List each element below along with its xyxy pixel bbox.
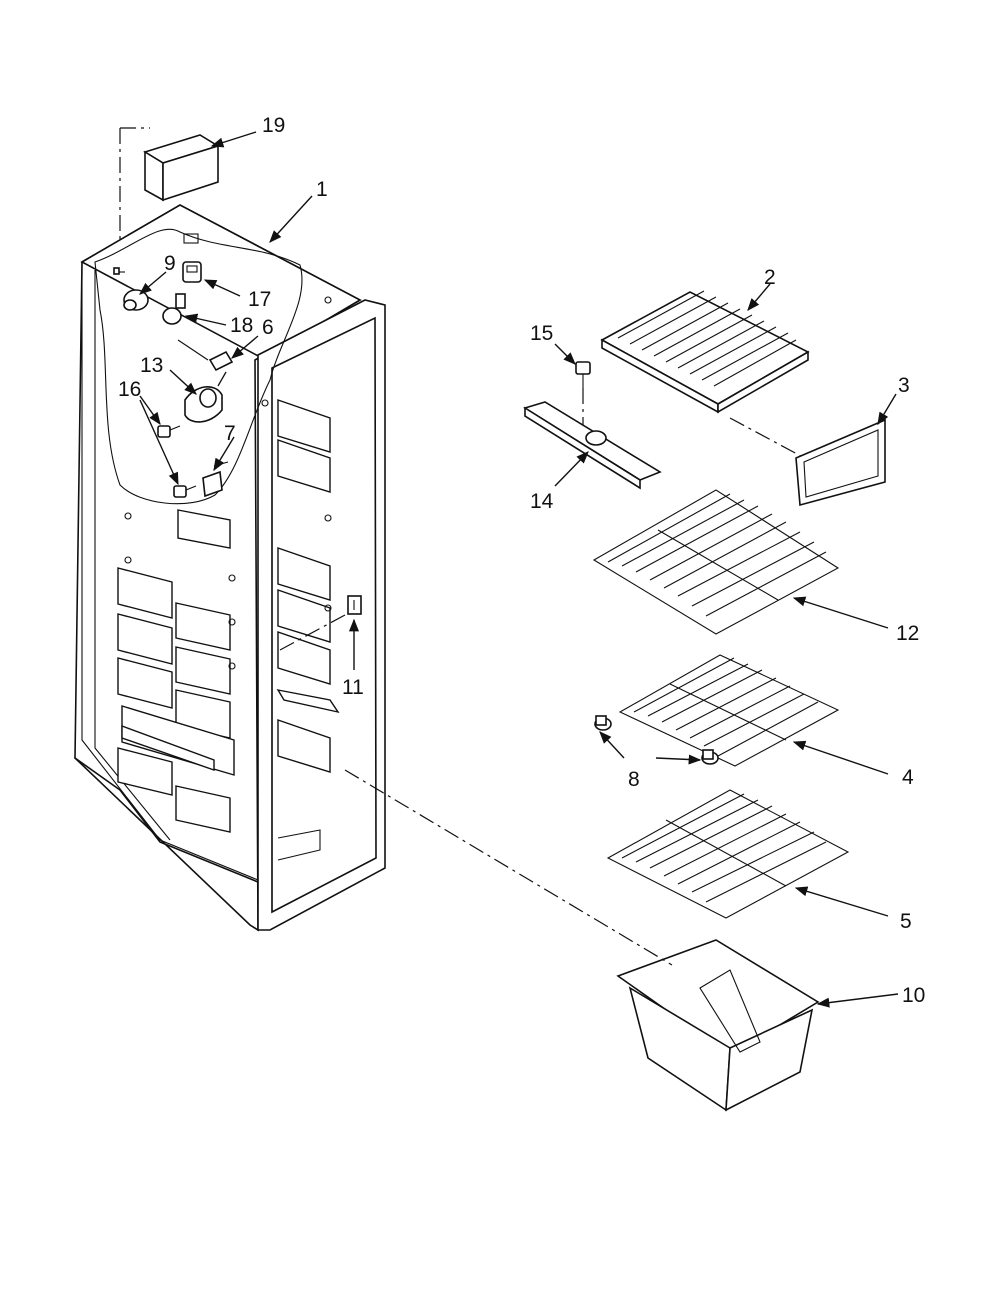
callout-12: 12 bbox=[896, 622, 919, 645]
callout-4: 4 bbox=[902, 766, 914, 789]
callout-17: 17 bbox=[248, 288, 271, 311]
part-1-liner bbox=[74, 204, 386, 932]
part-8-supports bbox=[594, 715, 719, 765]
callout-5: 5 bbox=[900, 910, 912, 933]
callout-3: 3 bbox=[898, 374, 910, 397]
leader-lines bbox=[139, 131, 899, 1008]
part-4-wire-shelf bbox=[594, 654, 840, 767]
part-17-socket bbox=[182, 261, 202, 283]
part-14-bracket bbox=[523, 401, 662, 490]
callout-9: 9 bbox=[164, 252, 176, 275]
part-18-bulb bbox=[162, 293, 186, 325]
callout-13: 13 bbox=[140, 354, 163, 377]
callout-7: 7 bbox=[224, 422, 236, 445]
part-19-cover bbox=[119, 127, 220, 270]
callout-labels: 19 1 9 17 18 6 13 16 7 11 15 2 3 14 12 4… bbox=[118, 114, 925, 1007]
part-16-screws bbox=[157, 425, 197, 498]
callout-15: 15 bbox=[530, 322, 553, 345]
part-15-screw bbox=[575, 361, 591, 430]
back-wall-slots bbox=[117, 509, 236, 833]
callout-6: 6 bbox=[262, 316, 274, 339]
part-6-clip bbox=[177, 339, 234, 372]
part-10-bin bbox=[344, 769, 820, 1112]
side-wall-slots bbox=[261, 296, 340, 773]
callout-1: 1 bbox=[316, 178, 328, 201]
part-9-knob bbox=[113, 267, 149, 311]
part-3-trim bbox=[795, 418, 886, 507]
part-2-shelf bbox=[600, 290, 813, 463]
callout-14: 14 bbox=[530, 490, 554, 513]
callout-18: 18 bbox=[230, 314, 253, 337]
part-11-switch bbox=[279, 595, 362, 651]
callout-11: 11 bbox=[342, 676, 364, 699]
callout-19: 19 bbox=[262, 114, 285, 137]
callout-2: 2 bbox=[764, 266, 776, 289]
callout-8: 8 bbox=[628, 768, 640, 791]
callout-16: 16 bbox=[118, 378, 141, 401]
part-12-wire-shelf bbox=[592, 489, 840, 635]
callout-10: 10 bbox=[902, 984, 925, 1007]
part-5-wire-shelf bbox=[606, 789, 850, 919]
part-13-thermostat bbox=[184, 371, 227, 423]
